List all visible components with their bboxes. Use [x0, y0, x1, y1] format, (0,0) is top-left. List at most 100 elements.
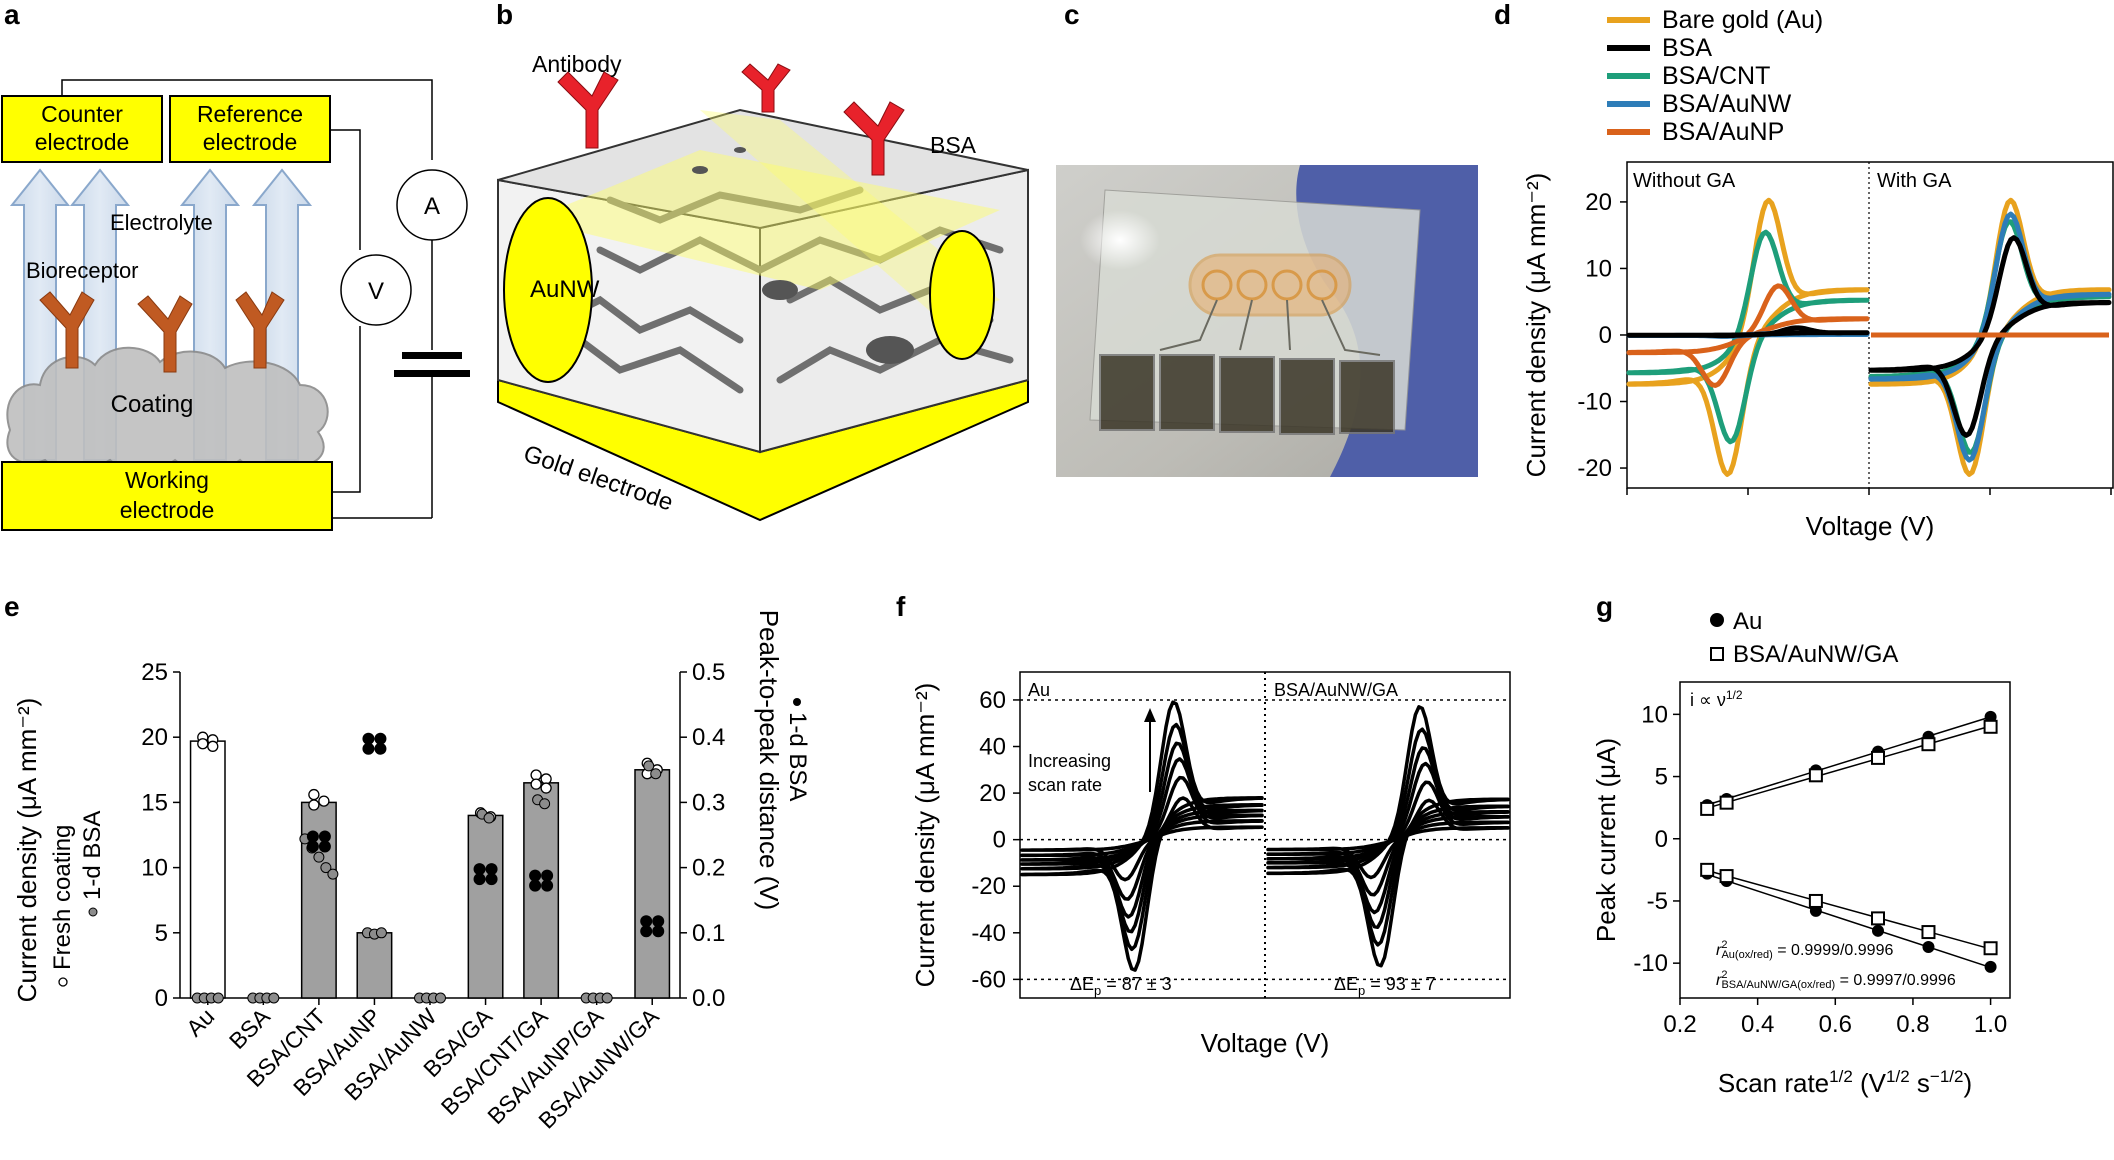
reference-electrode-box	[169, 95, 331, 163]
point-bsa-aunw-ga	[1921, 925, 1936, 940]
y-tick-label: -10	[1633, 950, 1668, 977]
coating-cloud	[6, 346, 329, 473]
aunw-plane-2	[700, 110, 1000, 320]
g-legend-bsa-marker	[1710, 647, 1724, 661]
point-1d	[435, 992, 446, 1004]
legend-label: BSA/CNT	[1662, 62, 1770, 90]
panel-g-xlabel: Scan rate1/2 (V1/2 s−1/2)	[1718, 1067, 1972, 1098]
point-peak-to-peak	[318, 840, 331, 853]
bsa-label: BSA	[930, 132, 977, 158]
point-bsa-aunw-ga	[1921, 737, 1936, 752]
y2-tick-label: 0.5	[692, 659, 725, 686]
y-tick-label: 20	[979, 780, 1006, 807]
panel-g-ylabel: Peak current (μA)	[1591, 738, 1621, 942]
battery-plate-short	[394, 370, 470, 377]
legend-fresh-text: Fresh coating	[49, 825, 76, 970]
antibody-label: Antibody	[532, 51, 622, 77]
point-au	[1872, 924, 1884, 937]
point-bsa-aunw-ga	[1808, 768, 1823, 783]
cv-scan-curve	[1020, 741, 1264, 934]
y2-tick-label: 0.2	[692, 855, 725, 882]
point-1d	[327, 868, 339, 880]
y2-tick-label: 0.3	[692, 789, 725, 816]
point-1d	[268, 992, 280, 1004]
point-1d	[643, 760, 655, 772]
legend-label: Bare gold (Au)	[1662, 6, 1823, 34]
panel-label-e: e	[4, 591, 20, 622]
panel-e-y2sub-text: 1-d BSA	[784, 712, 811, 801]
panel-f-note-right: BSA/AuNW/GA	[1274, 680, 1398, 700]
y2-tick-label: 0.4	[692, 724, 725, 751]
point-bsa-aunw-ga	[1808, 893, 1823, 908]
point-peak-to-peak	[473, 873, 486, 886]
voltmeter-label: V	[368, 278, 384, 305]
antibodies	[557, 63, 905, 176]
wire-reference	[330, 129, 361, 250]
panel-c: c	[1056, 0, 1478, 477]
g-legend-au: Au	[1733, 608, 1762, 635]
panel-e-ylabel: Current density (μA mm⁻²)	[12, 698, 42, 1003]
y-tick-label: 0	[155, 985, 168, 1012]
y-tick-label: -20	[1577, 455, 1612, 482]
point-peak-to-peak	[362, 742, 375, 755]
photo-traces	[1159, 299, 1381, 356]
panel-e-legend-2: 1-d BSA	[79, 811, 106, 917]
point-bsa-aunw-ga	[1871, 750, 1885, 765]
y-tick-label: -60	[971, 966, 1006, 993]
y-tick-label: 40	[979, 734, 1006, 761]
point-peak-to-peak	[318, 830, 331, 843]
point-au	[1984, 960, 1997, 973]
working-line2: electrode	[120, 497, 215, 523]
legend-1d-text: 1-d BSA	[79, 811, 106, 900]
cv-scan-curve	[1266, 746, 1510, 930]
point-peak-to-peak	[473, 863, 486, 876]
point-fresh	[207, 740, 219, 752]
point-fresh	[318, 795, 330, 807]
panel-e-plot	[189, 731, 671, 1004]
x-tick-label: 1.0	[1974, 1011, 2007, 1038]
panel-d-note-right: With GA	[1877, 170, 1952, 192]
y-tick-label: -5	[1647, 888, 1668, 915]
panel-e-y2sublabel: 1-d BSA	[784, 698, 811, 801]
reference-line2: electrode	[203, 129, 298, 155]
bar-1d	[634, 769, 671, 999]
cv-series	[1626, 283, 1870, 388]
point-1d	[601, 992, 613, 1004]
bar-fresh	[189, 740, 226, 999]
working-line1: Working	[125, 467, 209, 493]
bar-1d	[523, 782, 560, 999]
photo-electrodes	[1188, 253, 1352, 317]
panel-d-xlabel: Voltage (V)	[1806, 511, 1935, 541]
battery-plate-long	[402, 352, 462, 359]
wire-working-v	[332, 326, 361, 493]
y-tick-label: -40	[971, 920, 1006, 947]
cv-series	[1868, 235, 2112, 438]
point-fresh	[197, 738, 209, 750]
point-1d	[483, 812, 495, 824]
legend-1d-marker	[88, 907, 98, 917]
cv-scan-curve	[1266, 727, 1510, 947]
panel-label-f: f	[896, 591, 906, 622]
y-tick-label: 0	[993, 827, 1006, 854]
voltmeter-circle	[340, 254, 412, 326]
point-bsa-aunw-ga	[1871, 911, 1885, 926]
point-1d	[375, 927, 387, 939]
point-peak-to-peak	[529, 869, 542, 882]
panel-f-dep-right: ΔEp = 93 ± 7	[1334, 974, 1436, 998]
y-tick-label: 0	[1599, 322, 1612, 349]
point-peak-to-peak	[541, 869, 554, 882]
x-tick-label: 0.4	[1741, 1011, 1774, 1038]
counter-line1: Counter	[41, 101, 123, 127]
point-1d	[320, 862, 332, 874]
ammeter-circle	[396, 169, 468, 241]
aunw-ellipse-left	[503, 197, 593, 383]
aunw-plane	[530, 150, 1000, 290]
point-peak-to-peak	[652, 925, 665, 938]
reference-line1: Reference	[197, 101, 303, 127]
point-1d	[539, 798, 551, 810]
bar-1d	[467, 814, 504, 999]
point-peak-to-peak	[485, 873, 498, 886]
